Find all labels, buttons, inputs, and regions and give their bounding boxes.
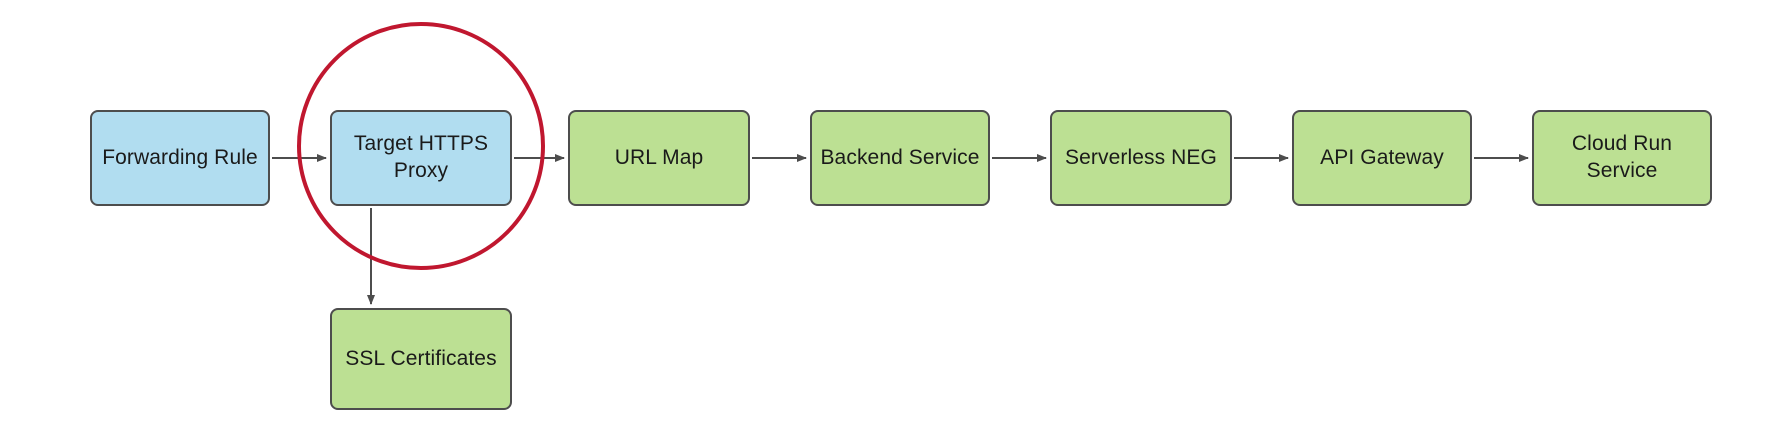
node-label: API Gateway <box>1320 145 1444 169</box>
node-label: Target HTTPS Proxy <box>353 132 489 182</box>
node-target-https-proxy[interactable]: Target HTTPS Proxy <box>330 110 512 206</box>
node-cloud-run-service[interactable]: Cloud Run Service <box>1532 110 1712 206</box>
node-label: SSL Certificates <box>345 346 497 370</box>
node-label: Cloud Run Service <box>1571 132 1673 182</box>
node-serverless-neg[interactable]: Serverless NEG <box>1050 110 1232 206</box>
node-label: Forwarding Rule <box>102 145 258 169</box>
node-label: Backend Service <box>820 145 980 169</box>
node-url-map[interactable]: URL Map <box>568 110 750 206</box>
node-api-gateway[interactable]: API Gateway <box>1292 110 1472 206</box>
node-label: Serverless NEG <box>1065 145 1217 169</box>
node-backend-service[interactable]: Backend Service <box>810 110 990 206</box>
node-forwarding-rule[interactable]: Forwarding Rule <box>90 110 270 206</box>
node-label: URL Map <box>614 145 704 169</box>
node-ssl-certificates[interactable]: SSL Certificates <box>330 308 512 410</box>
